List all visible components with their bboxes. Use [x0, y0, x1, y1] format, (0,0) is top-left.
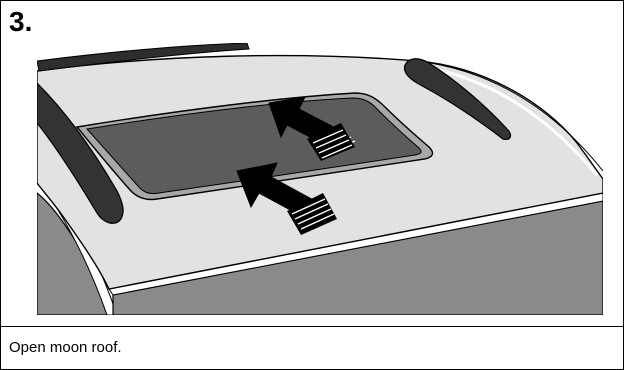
right-roof-rail	[403, 58, 512, 140]
rear-roof-rail	[37, 43, 250, 72]
moon-roof-illustration	[37, 43, 603, 315]
roof-edge-highlight	[424, 65, 599, 176]
moon-roof-glass	[86, 97, 422, 195]
left-roof-rail	[37, 82, 124, 224]
open-direction-arrow-upper	[268, 96, 356, 161]
moon-roof-drawing	[37, 43, 603, 315]
figure-caption: Open moon roof.	[9, 339, 122, 356]
step-number: 3.	[9, 6, 33, 37]
roof-edge-line	[416, 60, 603, 172]
open-direction-arrow-lower	[236, 162, 337, 235]
caption-divider	[1, 326, 623, 327]
